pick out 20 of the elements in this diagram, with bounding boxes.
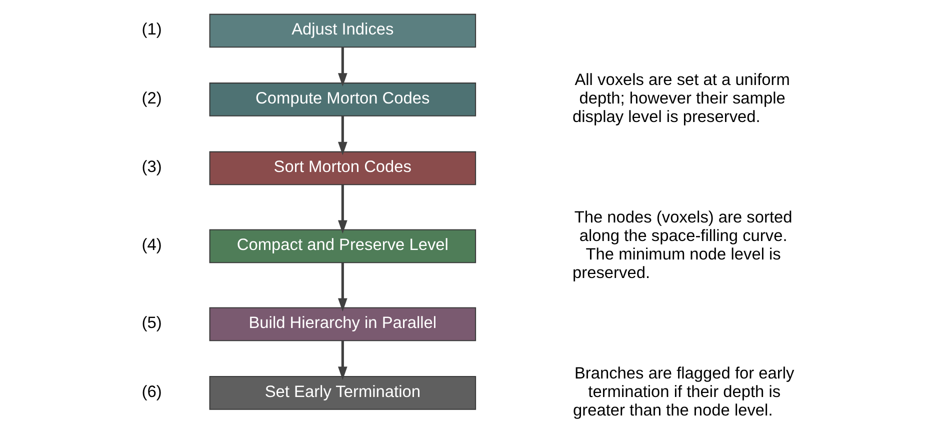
arrow	[338, 47, 348, 86]
node-label: (5)	[142, 314, 162, 332]
label: Branches are flagged for early termination if their depth is greater than the node level.	[573, 364, 794, 420]
arrow	[338, 116, 348, 156]
node-label: (2)	[142, 89, 162, 108]
node-label: (1)	[142, 20, 162, 39]
node-label: (3)	[142, 158, 162, 176]
node-box: Sort Morton Codes	[209, 151, 476, 186]
node-box: Compute Morton Codes	[209, 82, 476, 116]
node-box: Build Hierarchy in Parallel	[209, 307, 476, 342]
node-label: (6)	[142, 382, 162, 401]
arrow	[338, 184, 348, 234]
label: All voxels are set at a uniform depth; however their sample display level is preserved.	[572, 70, 790, 126]
node-box: Compact and Preserve Level	[209, 229, 476, 264]
arrow	[338, 340, 348, 380]
node-box: Adjust Indices	[209, 14, 476, 48]
node-box: Set Early Termination	[209, 376, 476, 410]
label: The nodes (voxels) are sorted along the space-filling curve. The minimum node level is preserved.	[572, 208, 792, 282]
node-label: (4)	[142, 236, 162, 254]
arrow	[338, 262, 348, 312]
